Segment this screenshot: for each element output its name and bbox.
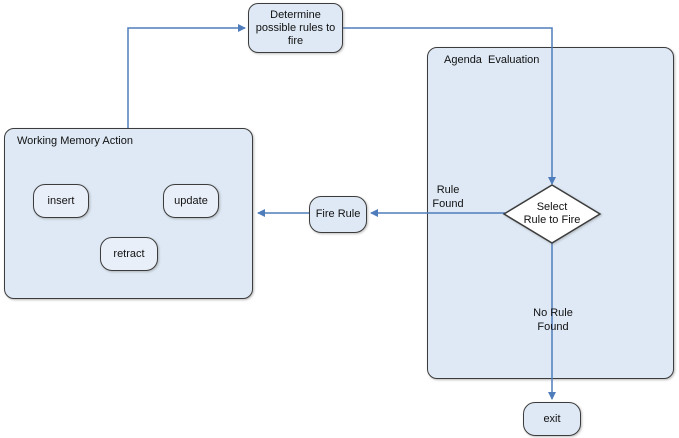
- node-update: update: [163, 184, 219, 218]
- edge-label-rule-found-line1: Rule: [436, 184, 460, 196]
- node-retract-label: retract: [113, 247, 145, 260]
- edge-label-no-rule-found-line1: No Rule: [533, 307, 573, 319]
- node-determine-line1: Determine: [270, 8, 321, 21]
- edge-label-no-rule-found-line2: Found: [537, 321, 569, 333]
- node-exit: exit: [523, 402, 581, 436]
- edge-label-rule-found: Rule Found: [426, 183, 470, 211]
- node-determine-line2: possible rules to: [255, 21, 336, 34]
- node-fire-rule: Fire Rule: [309, 196, 367, 233]
- node-exit-label: exit: [543, 412, 561, 425]
- edge-label-no-rule-found: No Rule Found: [513, 306, 593, 334]
- working-memory-action-label: Working Memory Action: [17, 135, 133, 147]
- node-insert: insert: [33, 184, 89, 218]
- node-determine-possible-rules: Determine possible rules to fire: [248, 3, 343, 53]
- node-insert-label: insert: [47, 194, 75, 207]
- node-select-rule-label: Select Rule to Fire: [502, 183, 602, 245]
- node-determine-line3: fire: [287, 34, 304, 47]
- node-update-label: update: [174, 194, 208, 207]
- node-fire-rule-label: Fire Rule: [315, 208, 361, 220]
- node-select-rule-to-fire: Select Rule to Fire: [502, 183, 602, 245]
- edge-label-rule-found-line2: Found: [432, 198, 464, 210]
- node-retract: retract: [100, 237, 158, 271]
- node-select-rule-line2: Rule to Fire: [523, 214, 581, 226]
- node-select-rule-line1: Select: [536, 201, 568, 213]
- agenda-evaluation-label: Agenda Evaluation: [444, 54, 540, 66]
- arrow-working-memory-to-determine: [127, 24, 246, 128]
